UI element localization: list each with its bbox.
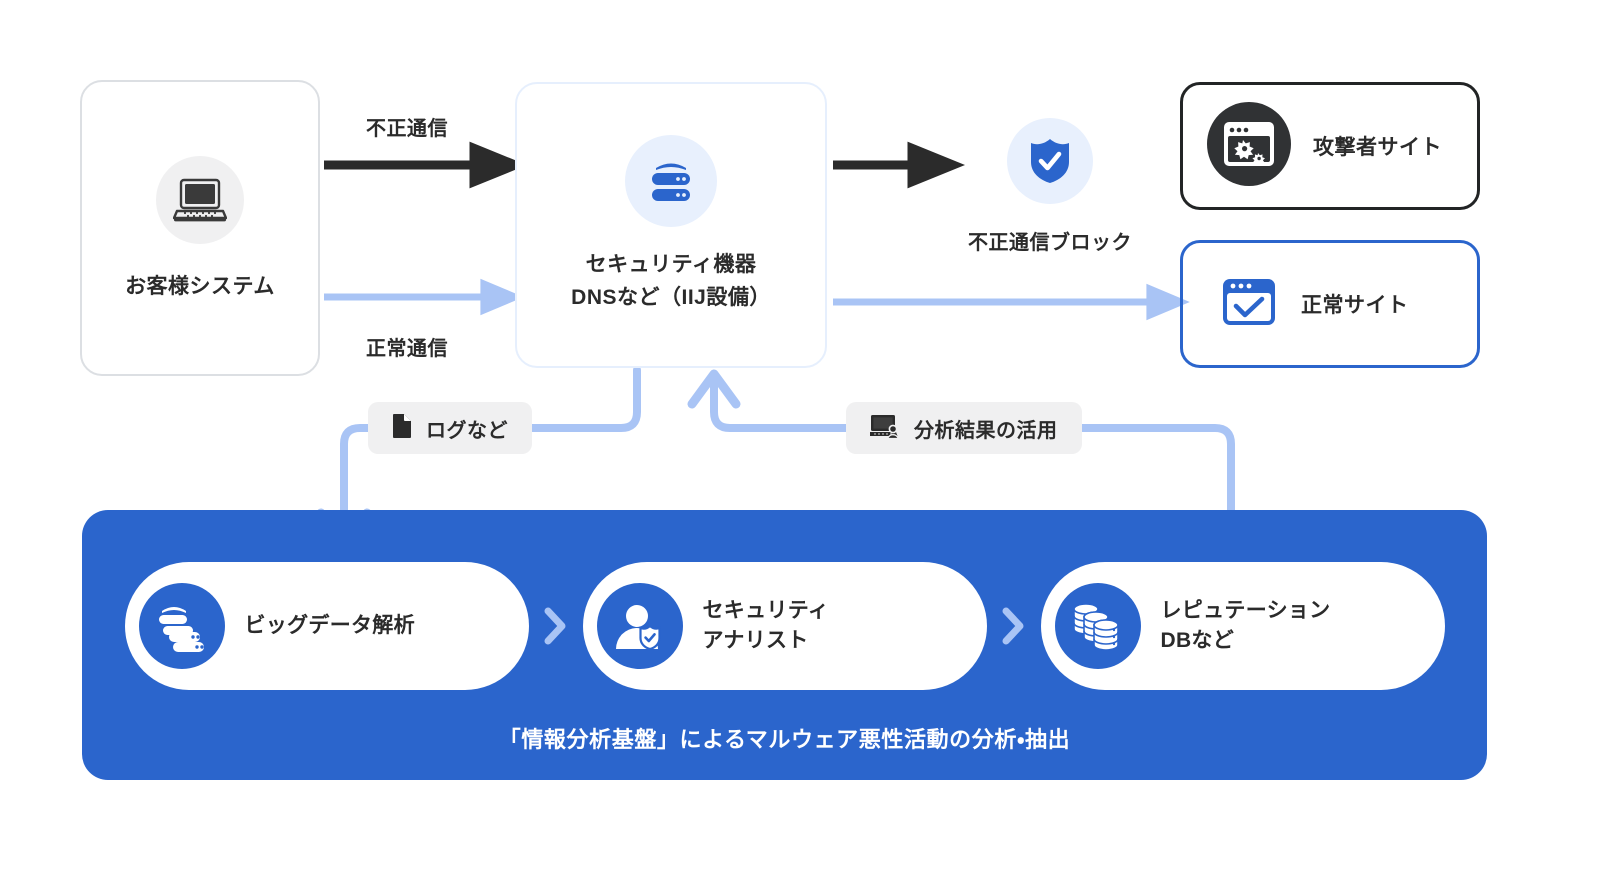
normal-site-label: 正常サイト <box>1301 294 1409 317</box>
block-label: 不正通信ブロック <box>968 232 1132 254</box>
block-node: 不正通信ブロック <box>950 118 1150 255</box>
attacker-site-label: 攻撃者サイト <box>1313 136 1442 159</box>
security-analyst-label-line2: アナリスト <box>702 629 809 652</box>
security-analyst-card-label: セキュリティ アナリスト <box>703 596 830 657</box>
chevron-right-icon-2 <box>987 606 1041 646</box>
security-analyst-label-line1: セキュリティ <box>702 598 830 622</box>
analysis-platform-cards: ビッグデータ解析 セキュリティ アナリス <box>82 562 1487 690</box>
reputation-db-label-line1: レピュテーション <box>1160 598 1331 622</box>
security-device-label: セキュリティ機器 DNSなど（IIJ設備） <box>571 249 771 314</box>
database-stack-icon <box>1054 583 1141 669</box>
server-stack-icon <box>625 135 717 228</box>
analysis-platform-panel: ビッグデータ解析 セキュリティ アナリス <box>82 510 1487 780</box>
normal-traffic-label: 正常通信 <box>366 338 448 360</box>
shield-check-icon <box>1007 118 1093 204</box>
panel-caption: 「情報分析基盤」によるマルウェア悪性活動の分析・抽出 <box>498 727 1071 752</box>
reputation-db-card-label: レピュテーション DBなど <box>1161 596 1331 657</box>
security-device-node: セキュリティ機器 DNSなど（IIJ設備） <box>515 82 827 368</box>
malware-browser-icon <box>1205 100 1293 193</box>
big-data-servers-icon <box>138 583 225 669</box>
analyst-monitor-icon <box>868 413 900 444</box>
analyst-person-shield-icon <box>596 583 683 669</box>
big-data-card-label: ビッグデータ解析 <box>244 613 415 637</box>
big-data-card[interactable]: ビッグデータ解析 <box>124 562 529 690</box>
chevron-right-icon-1 <box>529 606 583 646</box>
security-device-label-line1: セキュリティ機器 <box>585 253 757 277</box>
laptop-icon <box>156 156 244 244</box>
reputation-db-label-line2: DBなど <box>1160 629 1235 652</box>
analysis-usage-chip: 分析結果の活用 <box>846 402 1082 454</box>
customer-system-label: お客様システム <box>125 275 275 298</box>
logs-chip: ログなど <box>368 402 532 454</box>
normal-site-card: 正常サイト <box>1180 240 1480 368</box>
analysis-usage-chip-label: 分析結果の活用 <box>914 419 1058 442</box>
verified-browser-icon <box>1205 270 1281 339</box>
security-analyst-card[interactable]: セキュリティ アナリスト <box>582 562 987 690</box>
security-device-label-line2: DNSなど（IIJ設備） <box>571 286 771 309</box>
logs-chip-label: ログなど <box>426 419 508 442</box>
document-icon <box>392 413 412 444</box>
reputation-db-card[interactable]: レピュテーション DBなど <box>1040 562 1445 690</box>
malicious-traffic-label: 不正通信 <box>366 118 448 140</box>
customer-system-node: お客様システム <box>80 80 320 376</box>
attacker-site-card: 攻撃者サイト <box>1180 82 1480 210</box>
